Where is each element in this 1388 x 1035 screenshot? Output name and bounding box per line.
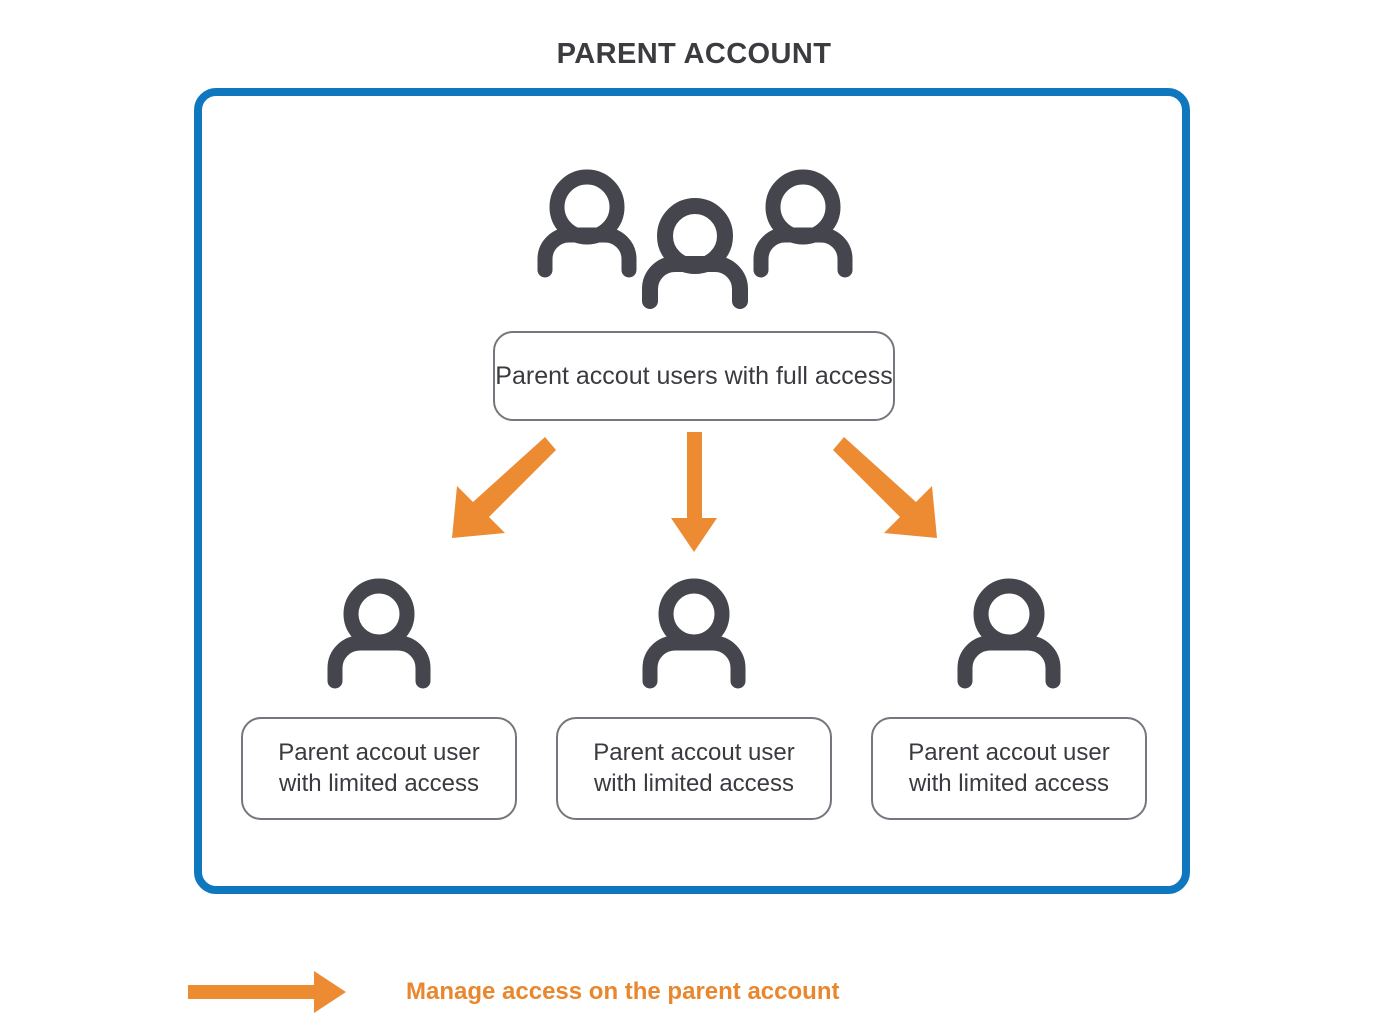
child-node-label-box: Parent accout user with limited access	[871, 717, 1147, 820]
child-node-label-line2: with limited access	[278, 769, 480, 797]
group-of-three-people-icon	[530, 160, 860, 320]
child-node-label: Parent accout user with limited access	[593, 738, 794, 799]
child-node-label-box: Parent accout user with limited access	[241, 717, 517, 820]
child-node-label-line1: Parent accout user	[593, 738, 795, 766]
child-node-label: Parent accout user with limited access	[908, 738, 1109, 799]
child-node-label-line2: with limited access	[593, 769, 795, 797]
legend: Manage access on the parent account	[186, 960, 1186, 1024]
person-icon	[949, 578, 1069, 690]
child-node-label-line1: Parent accout user	[278, 738, 480, 766]
person-icon	[319, 578, 439, 690]
top-node-label: Parent accout users with full access	[495, 362, 893, 390]
child-node-label-box: Parent accout user with limited access	[556, 717, 832, 820]
right-arrow-icon	[188, 971, 346, 1013]
legend-label: Manage access on the parent account	[406, 978, 840, 1005]
child-node-label: Parent accout user with limited access	[278, 738, 479, 799]
person-icon	[634, 578, 754, 690]
child-node-label-line2: with limited access	[908, 769, 1110, 797]
child-node-label-line1: Parent accout user	[908, 738, 1110, 766]
top-node-label-box: Parent accout users with full access	[493, 331, 895, 421]
page-title: PARENT ACCOUNT	[556, 38, 832, 70]
